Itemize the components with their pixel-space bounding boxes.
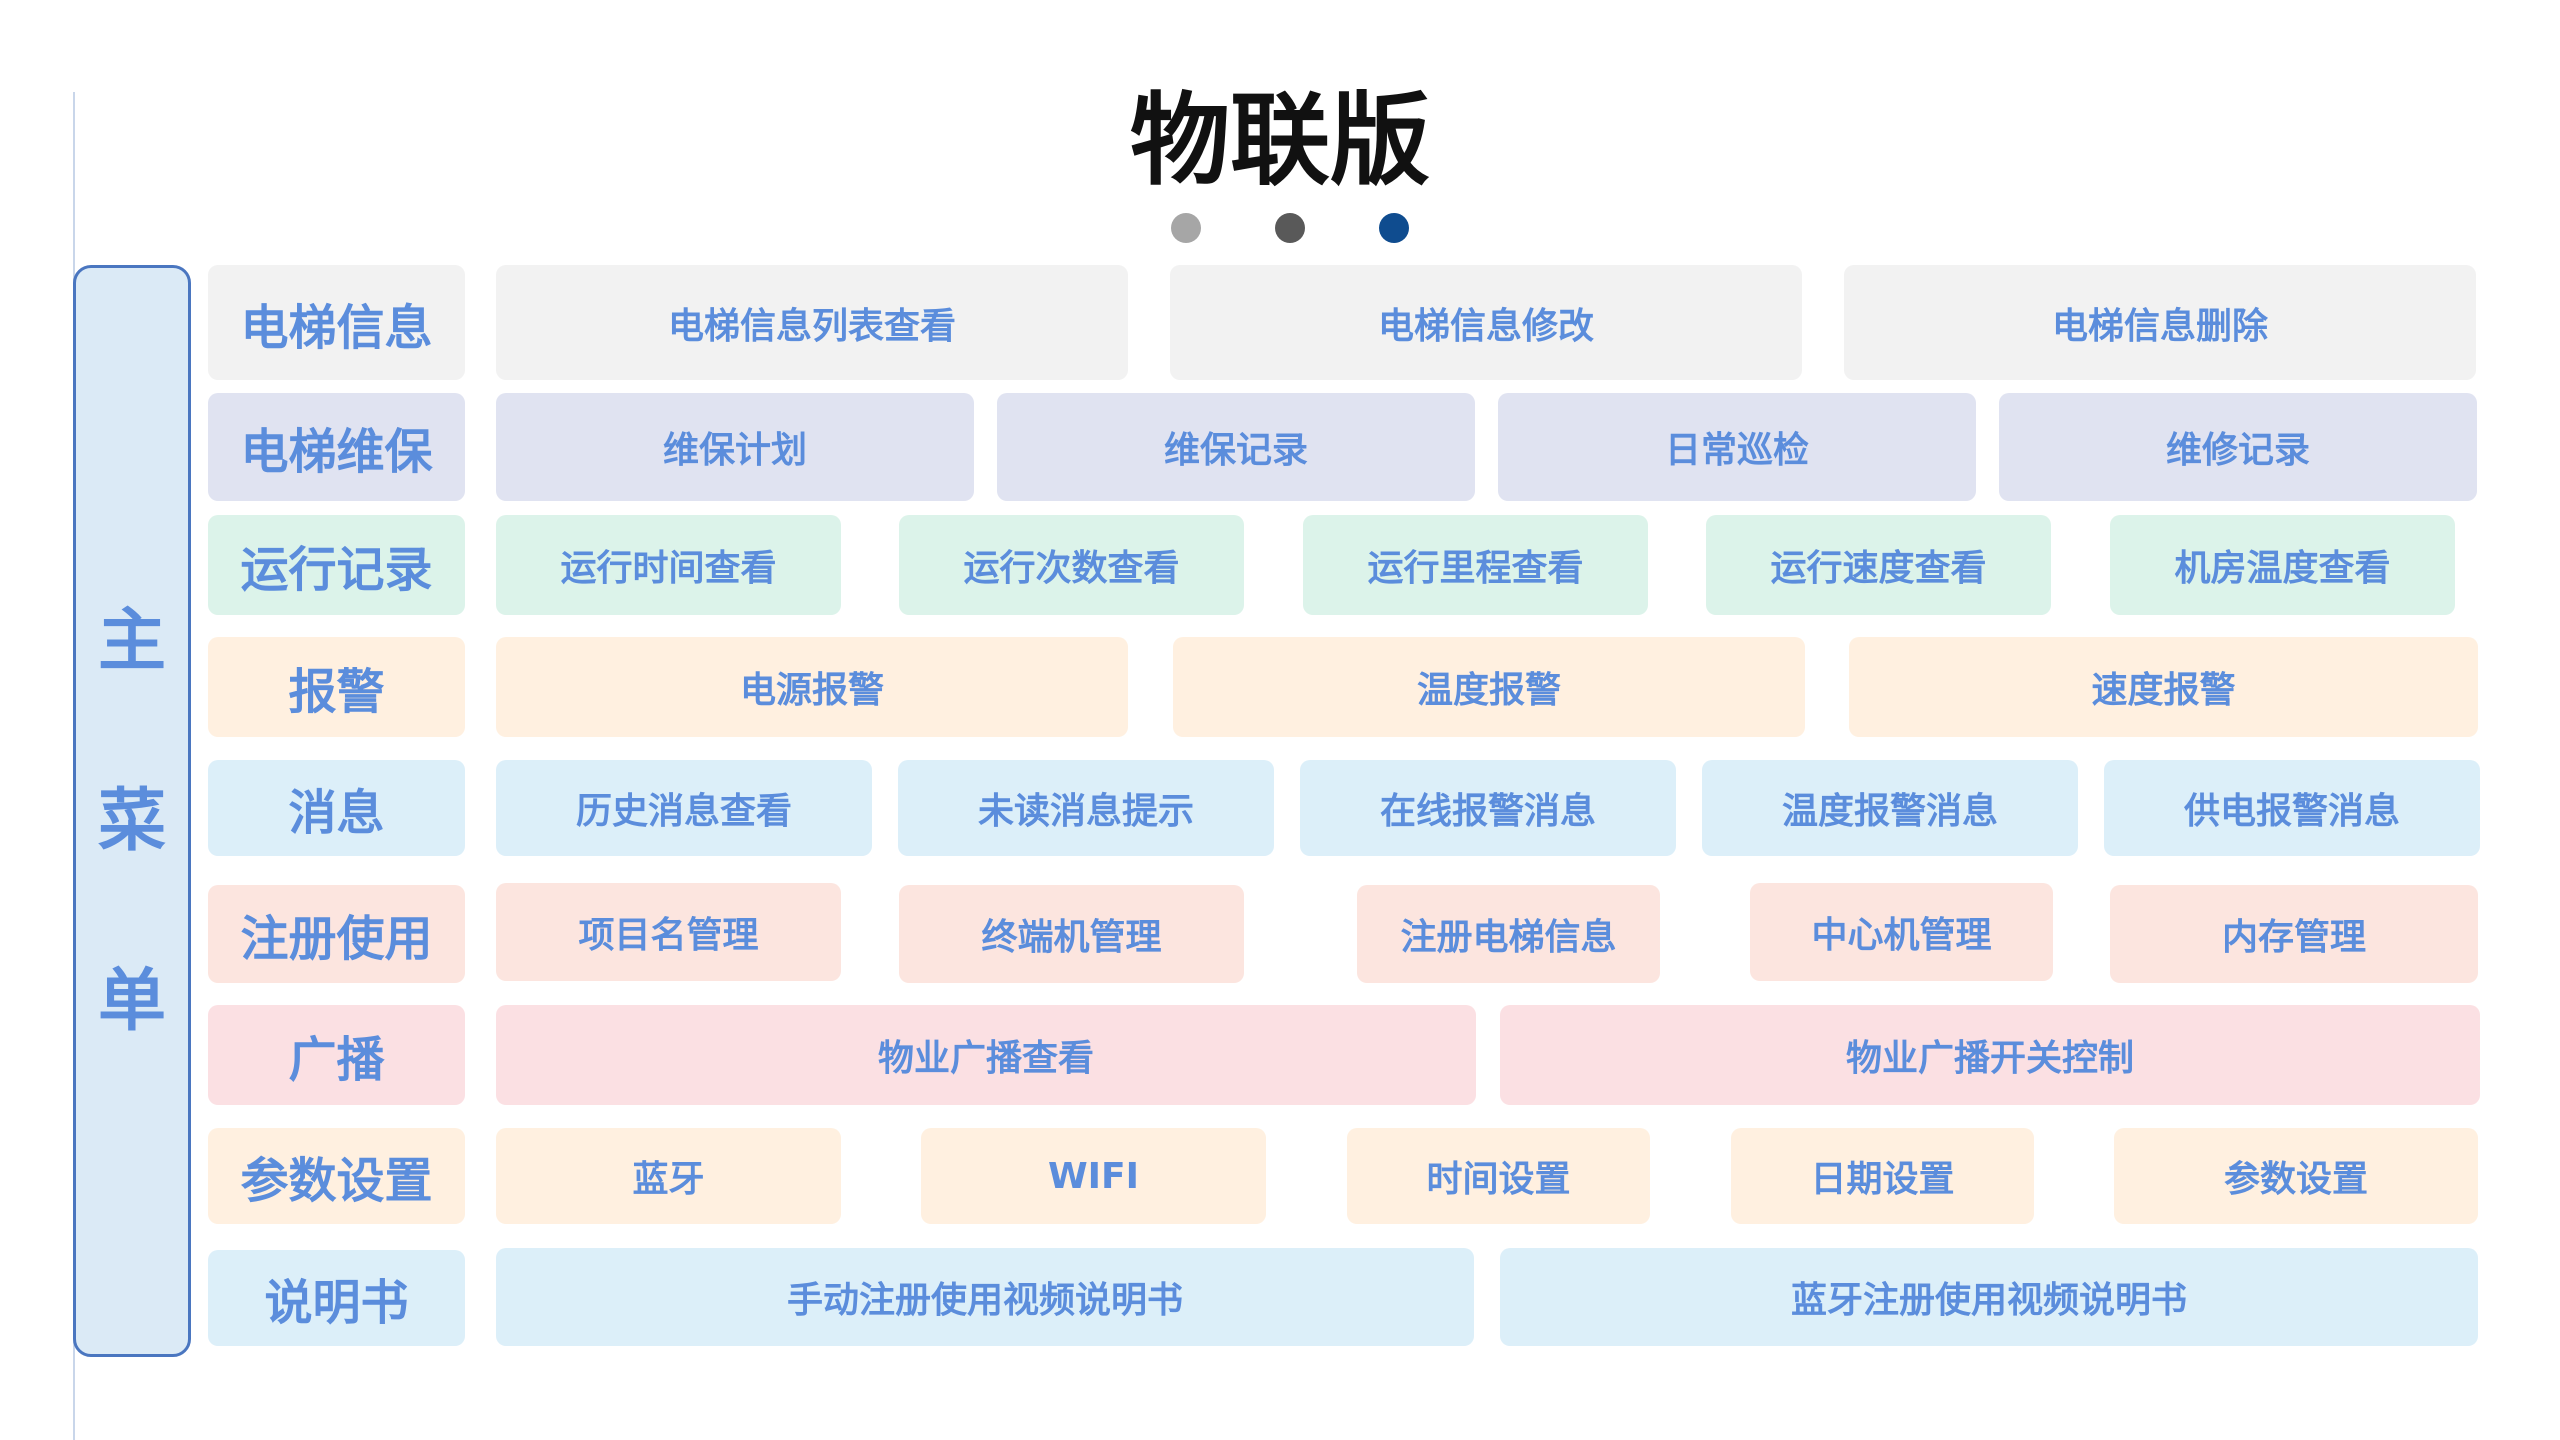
category-messages[interactable]: 消息 bbox=[208, 760, 465, 856]
category-broadcast[interactable]: 广播 bbox=[208, 1005, 465, 1105]
btn-property-broadcast-view[interactable]: 物业广播查看 bbox=[496, 1005, 1476, 1105]
category-registration[interactable]: 注册使用 bbox=[208, 885, 465, 983]
btn-unread-message-alert[interactable]: 未读消息提示 bbox=[898, 760, 1274, 856]
main-menu-char-1: 主 bbox=[97, 602, 166, 681]
btn-run-speed[interactable]: 运行速度查看 bbox=[1706, 515, 2051, 615]
category-parameter-settings[interactable]: 参数设置 bbox=[208, 1128, 465, 1224]
btn-parameter-settings[interactable]: 参数设置 bbox=[2114, 1128, 2478, 1224]
category-elevator-info[interactable]: 电梯信息 bbox=[208, 265, 465, 380]
btn-central-unit-management[interactable]: 中心机管理 bbox=[1750, 883, 2053, 981]
main-menu-label: 主 菜 单 bbox=[73, 265, 191, 1357]
btn-repair-records[interactable]: 维修记录 bbox=[1999, 393, 2477, 501]
btn-temperature-alarm[interactable]: 温度报警 bbox=[1173, 637, 1805, 737]
btn-elevator-info-delete[interactable]: 电梯信息删除 bbox=[1844, 265, 2476, 380]
btn-bluetooth-registration-video-guide[interactable]: 蓝牙注册使用视频说明书 bbox=[1500, 1248, 2478, 1346]
btn-machine-room-temp[interactable]: 机房温度查看 bbox=[2110, 515, 2455, 615]
btn-temperature-alarm-message[interactable]: 温度报警消息 bbox=[1702, 760, 2078, 856]
btn-online-alarm-message[interactable]: 在线报警消息 bbox=[1300, 760, 1676, 856]
page-title: 物联版 bbox=[1130, 81, 1430, 199]
pager-dot-3-active[interactable] bbox=[1379, 213, 1409, 243]
category-elevator-maintenance[interactable]: 电梯维保 bbox=[208, 393, 465, 501]
btn-time-settings[interactable]: 时间设置 bbox=[1347, 1128, 1650, 1224]
btn-message-history[interactable]: 历史消息查看 bbox=[496, 760, 872, 856]
category-run-records[interactable]: 运行记录 bbox=[208, 515, 465, 615]
btn-wifi[interactable]: WIFI bbox=[921, 1128, 1266, 1224]
btn-maintenance-records[interactable]: 维保记录 bbox=[997, 393, 1475, 501]
main-menu-char-3: 单 bbox=[97, 962, 166, 1041]
btn-terminal-management[interactable]: 终端机管理 bbox=[899, 885, 1244, 983]
btn-memory-management[interactable]: 内存管理 bbox=[2110, 885, 2478, 983]
category-alarm[interactable]: 报警 bbox=[208, 637, 465, 737]
btn-daily-inspection[interactable]: 日常巡检 bbox=[1498, 393, 1976, 501]
btn-speed-alarm[interactable]: 速度报警 bbox=[1849, 637, 2478, 737]
btn-property-broadcast-switch[interactable]: 物业广播开关控制 bbox=[1500, 1005, 2480, 1105]
btn-elevator-info-list[interactable]: 电梯信息列表查看 bbox=[496, 265, 1128, 380]
btn-register-elevator-info[interactable]: 注册电梯信息 bbox=[1357, 885, 1660, 983]
btn-bluetooth[interactable]: 蓝牙 bbox=[496, 1128, 841, 1224]
btn-power-alarm[interactable]: 电源报警 bbox=[496, 637, 1128, 737]
btn-date-settings[interactable]: 日期设置 bbox=[1731, 1128, 2034, 1224]
btn-power-supply-alarm-message[interactable]: 供电报警消息 bbox=[2104, 760, 2480, 856]
btn-maintenance-plan[interactable]: 维保计划 bbox=[496, 393, 974, 501]
pager-dot-2[interactable] bbox=[1275, 213, 1305, 243]
btn-run-mileage[interactable]: 运行里程查看 bbox=[1303, 515, 1648, 615]
main-menu-char-2: 菜 bbox=[97, 782, 166, 861]
category-manual[interactable]: 说明书 bbox=[208, 1250, 465, 1346]
btn-elevator-info-edit[interactable]: 电梯信息修改 bbox=[1170, 265, 1802, 380]
btn-manual-registration-video-guide[interactable]: 手动注册使用视频说明书 bbox=[496, 1248, 1474, 1346]
btn-run-time[interactable]: 运行时间查看 bbox=[496, 515, 841, 615]
pager-dot-1[interactable] bbox=[1171, 213, 1201, 243]
btn-project-name-management[interactable]: 项目名管理 bbox=[496, 883, 841, 981]
btn-run-count[interactable]: 运行次数查看 bbox=[899, 515, 1244, 615]
